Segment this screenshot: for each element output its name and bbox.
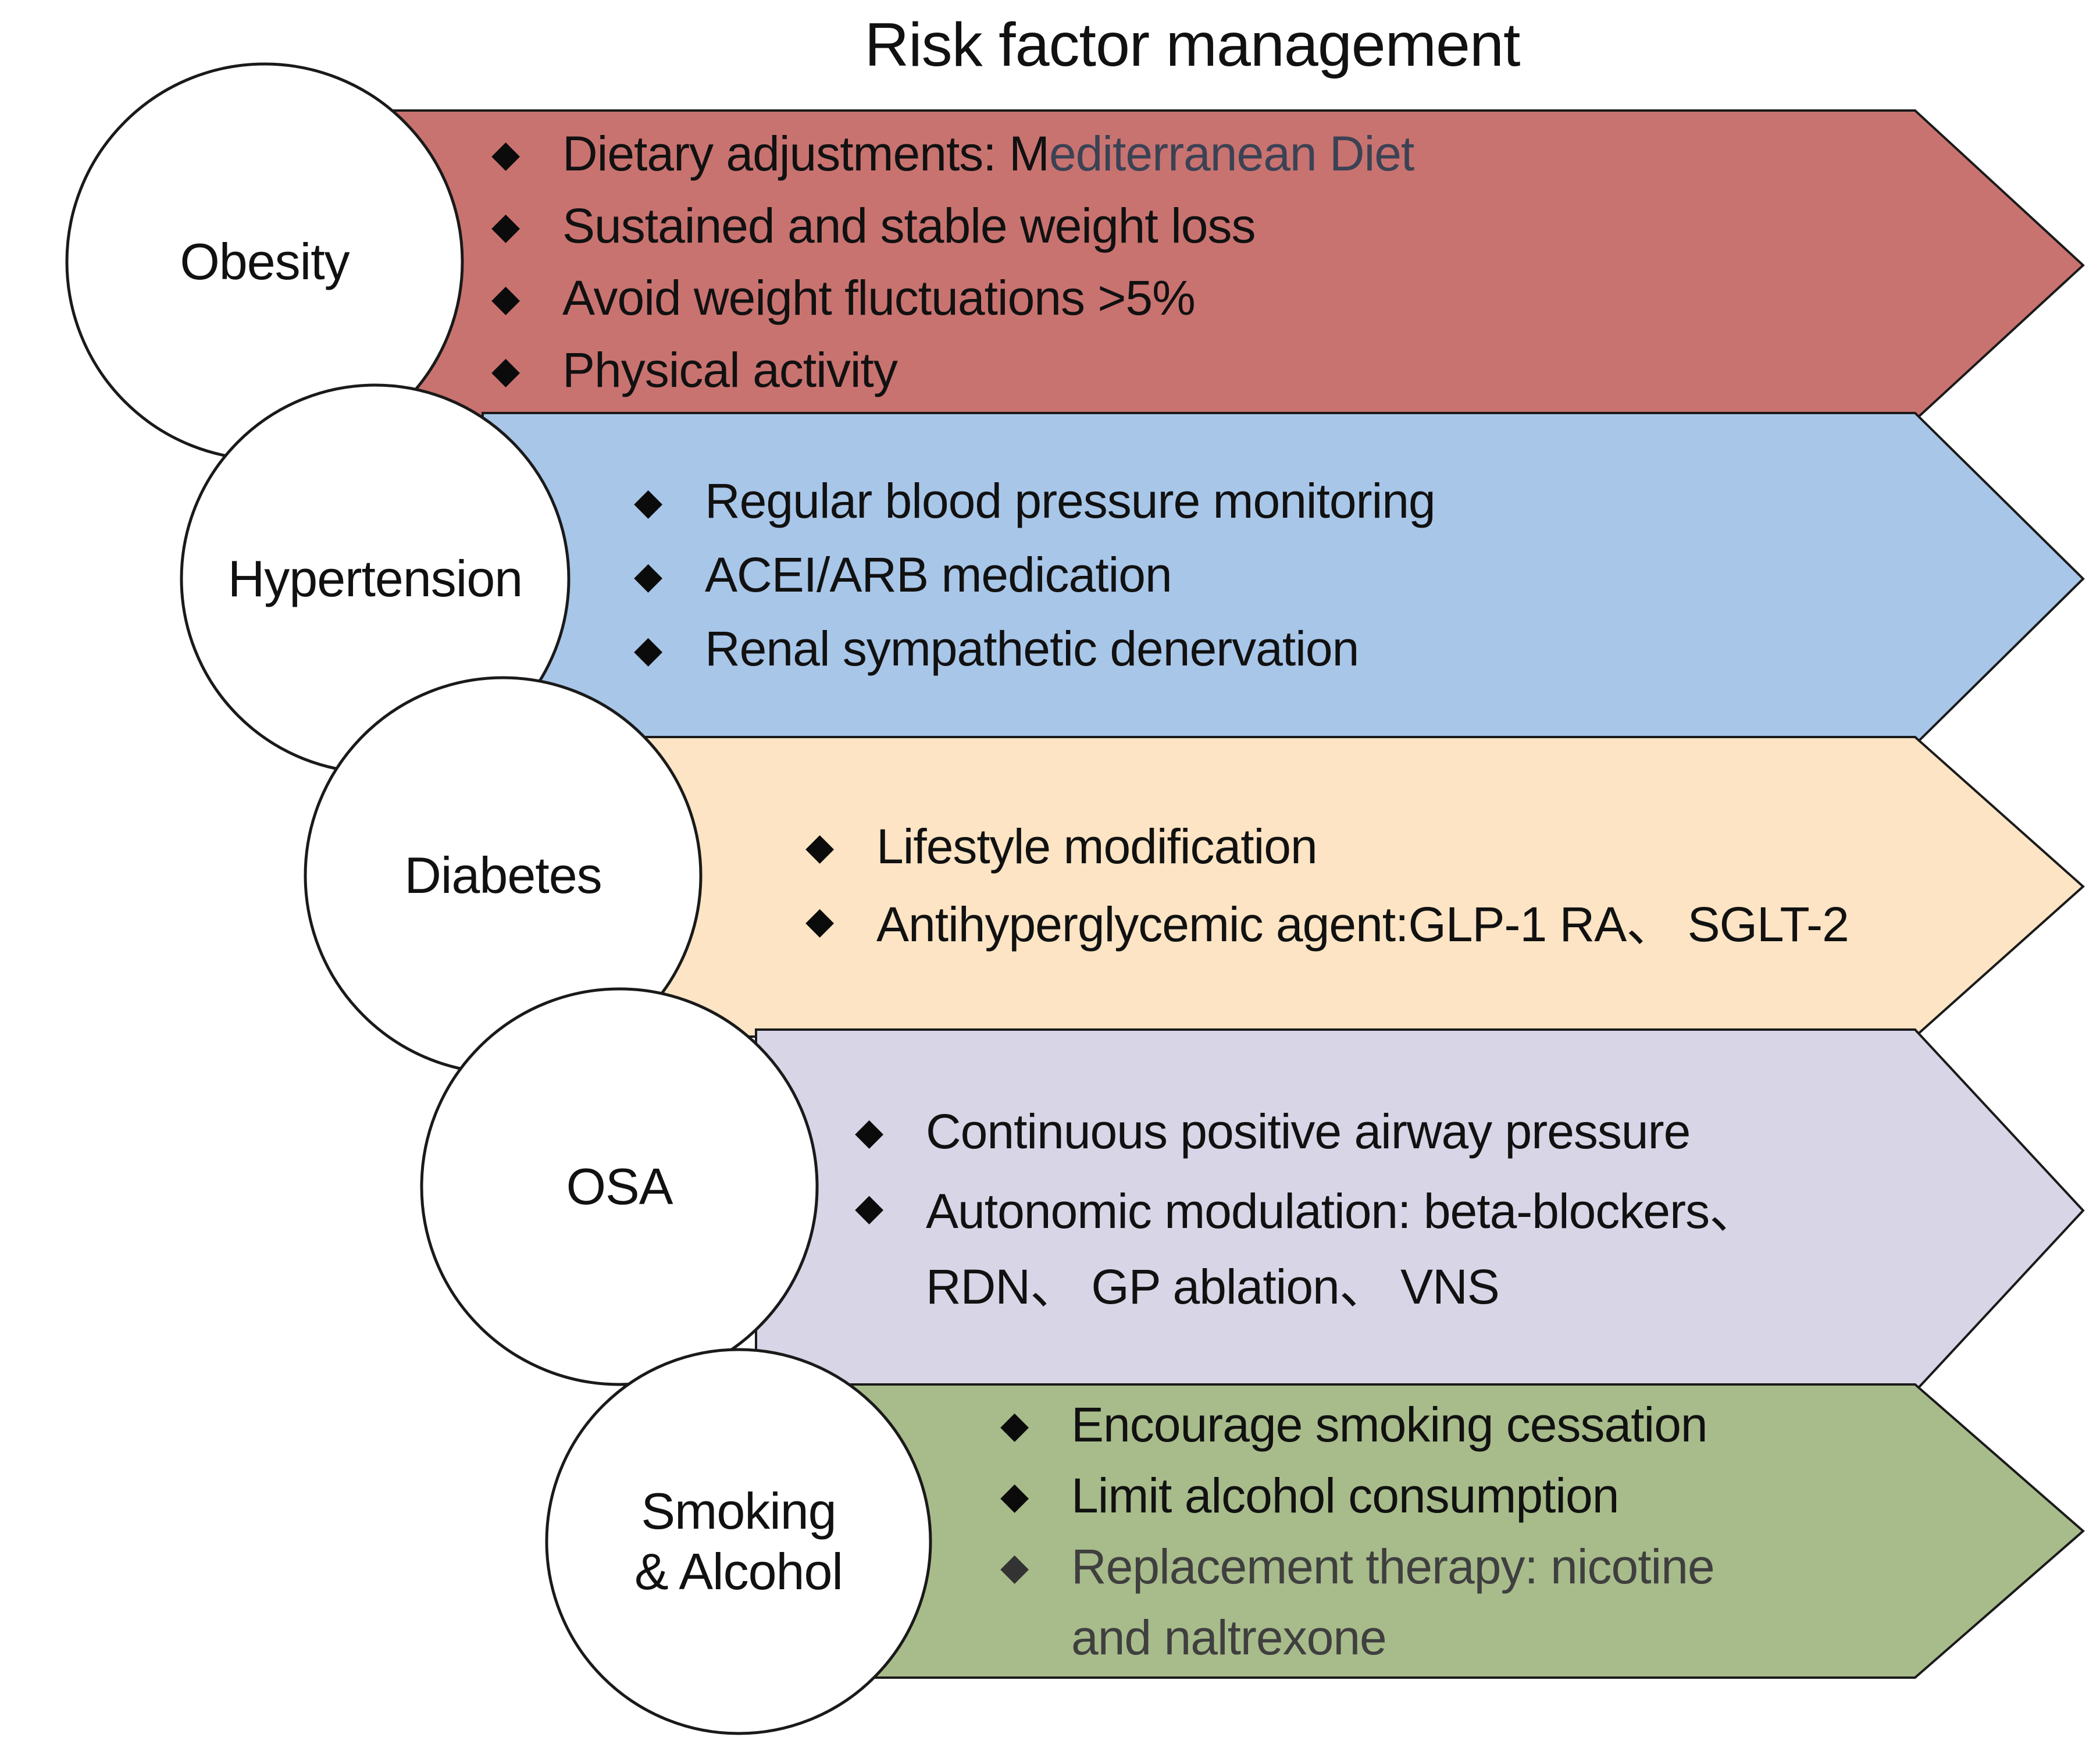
diamond-bullet-icon: ◆ bbox=[634, 480, 663, 522]
banner-diabetes-items: ◆ Lifestyle modification ◆ Antihyperglyc… bbox=[805, 737, 1910, 1030]
bullet-text: Regular blood pressure monitoring bbox=[705, 474, 1436, 528]
banner-smoking-items: ◆ Encourage smoking cessation ◆ Limit al… bbox=[1000, 1384, 1931, 1678]
page-title: Risk factor management bbox=[864, 10, 1521, 79]
bullet-item-continuation: ◆ RDN、 GP ablation、 VNS bbox=[855, 1245, 1931, 1320]
banner-hypertension-items: ◆ Regular blood pressure monitoring ◆ AC… bbox=[634, 413, 1884, 737]
diamond-bullet-icon: ◆ bbox=[855, 1186, 884, 1228]
bullet-text: Avoid weight fluctuations >5% bbox=[562, 270, 1196, 325]
bullet-item: ◆ Renal sympathetic denervation bbox=[634, 612, 1884, 686]
diamond-bullet-icon: ◆ bbox=[1000, 1546, 1029, 1587]
bullet-text: Renal sympathetic denervation bbox=[705, 621, 1359, 676]
bullet-item: ◆ Replacement therapy: nicotine bbox=[1000, 1531, 1931, 1602]
bullet-text: Antihyperglycemic agent:GLP-1 RA、 SGLT-2 bbox=[876, 896, 1849, 952]
diamond-bullet-icon: ◆ bbox=[491, 349, 520, 391]
bullet-item: ◆ Antihyperglycemic agent:GLP-1 RA、 SGLT… bbox=[805, 884, 1910, 957]
accent-text: editerranean Diet bbox=[1049, 126, 1414, 181]
diamond-bullet-icon: ◆ bbox=[634, 554, 663, 596]
circle-label-text: OSA bbox=[566, 1158, 673, 1216]
bullet-text: ACEI/ARB medication bbox=[705, 547, 1172, 602]
bullet-item: ◆ Lifestyle modification bbox=[805, 810, 1910, 884]
bullet-text: RDN、 GP ablation、 VNS bbox=[926, 1259, 1500, 1314]
bullet-text: Replacement therapy: nicotine bbox=[1071, 1539, 1715, 1594]
diamond-bullet-icon: ◆ bbox=[1000, 1475, 1029, 1517]
bullet-text: and naltrexone bbox=[1071, 1610, 1387, 1665]
diamond-bullet-icon: ◆ bbox=[805, 825, 835, 867]
bullet-text: Lifestyle modification bbox=[876, 818, 1318, 874]
circle-label-text: Hypertension bbox=[227, 550, 523, 608]
bullet-item: ◆ Autonomic modulation: beta-blockers、 bbox=[855, 1169, 1931, 1245]
bullet-text: Physical activity bbox=[562, 342, 898, 397]
circle-label-text: Diabetes bbox=[404, 846, 602, 905]
circle-label-smoking-alcohol: Smoking & Alcohol bbox=[564, 1460, 913, 1623]
bullet-item-continuation: ◆ and naltrexone bbox=[1000, 1602, 1931, 1673]
circle-label-hypertension: Hypertension bbox=[201, 538, 550, 620]
bullet-text: Continuous positive airway pressure bbox=[926, 1103, 1691, 1159]
circle-label-text: Obesity bbox=[180, 233, 350, 291]
diamond-bullet-icon: ◆ bbox=[805, 899, 835, 941]
circle-label-diabetes: Diabetes bbox=[329, 835, 678, 916]
bullet-item: ◆ Regular blood pressure monitoring bbox=[634, 464, 1884, 538]
bullet-text: Autonomic modulation: beta-blockers、 bbox=[926, 1183, 1758, 1238]
bullet-item: ◆ Avoid weight fluctuations >5% bbox=[491, 262, 1887, 334]
circle-osa bbox=[420, 987, 819, 1386]
diamond-bullet-icon: ◆ bbox=[491, 133, 520, 175]
bullet-text: Sustained and stable weight loss bbox=[562, 198, 1256, 253]
bullet-text: Limit alcohol consumption bbox=[1071, 1468, 1619, 1523]
circle-label-obesity: Obesity bbox=[90, 221, 439, 302]
circle-smoking-alcohol bbox=[545, 1348, 932, 1735]
circle-label-text: & Alcohol bbox=[634, 1543, 843, 1600]
bullet-text: Encourage smoking cessation bbox=[1071, 1397, 1708, 1452]
diamond-bullet-icon: ◆ bbox=[491, 205, 520, 247]
bullet-item: ◆ ACEI/ARB medication bbox=[634, 538, 1884, 612]
bullet-item: ◆ Limit alcohol consumption bbox=[1000, 1460, 1931, 1531]
circle-label-osa: OSA bbox=[445, 1146, 794, 1227]
bullet-item: ◆ Sustained and stable weight loss bbox=[491, 190, 1887, 262]
diamond-bullet-icon: ◆ bbox=[491, 277, 520, 319]
bullet-item: ◆ Encourage smoking cessation bbox=[1000, 1389, 1931, 1460]
diamond-bullet-icon: ◆ bbox=[634, 628, 663, 670]
diamond-bullet-icon: ◆ bbox=[1000, 1404, 1029, 1446]
bullet-item: ◆ Dietary adjustments: Mediterranean Die… bbox=[491, 118, 1887, 190]
diamond-bullet-icon: ◆ bbox=[855, 1110, 884, 1152]
bullet-text: Dietary adjustments: Mediterranean Diet bbox=[562, 126, 1414, 181]
bullet-item: ◆ Physical activity bbox=[491, 334, 1887, 406]
circle-label-text: Smoking bbox=[641, 1482, 836, 1540]
banner-osa-items: ◆ Continuous positive airway pressure ◆ … bbox=[855, 1030, 1931, 1384]
bullet-item: ◆ Continuous positive airway pressure bbox=[855, 1094, 1931, 1169]
banner-obesity-items: ◆ Dietary adjustments: Mediterranean Die… bbox=[491, 111, 1887, 413]
